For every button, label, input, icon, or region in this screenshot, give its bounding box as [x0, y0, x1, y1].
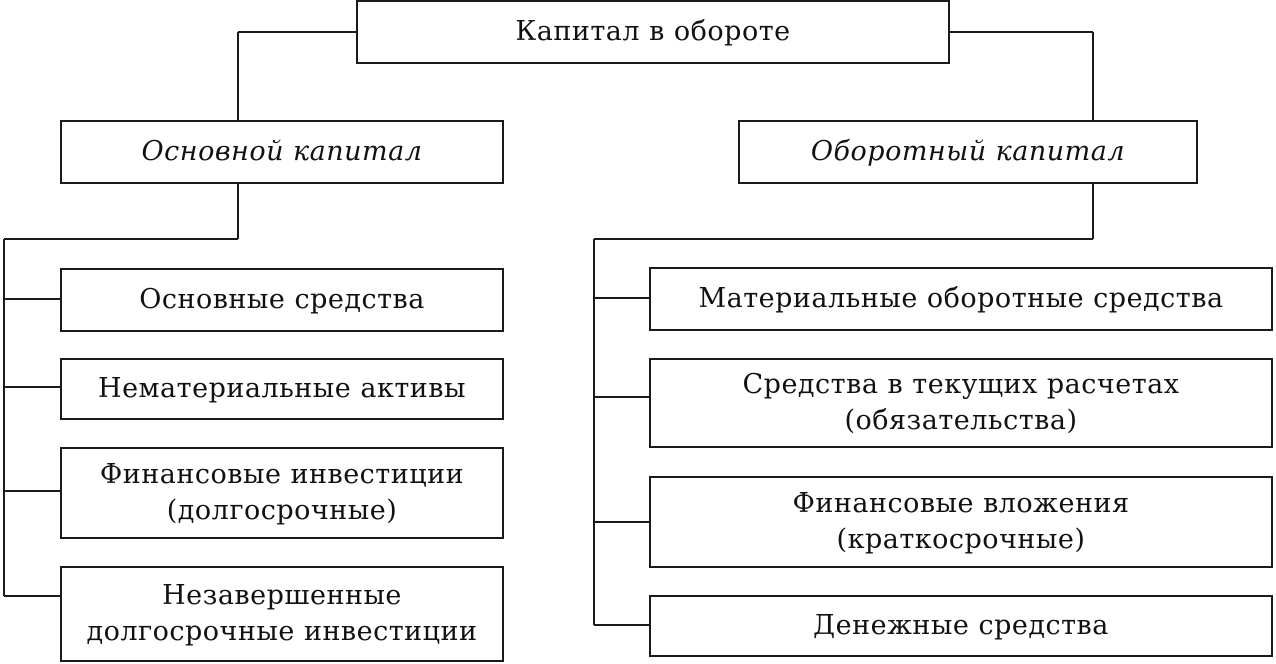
left-item-node: Нематериальные активы: [60, 358, 504, 420]
right-item-node: Финансовые вложения (краткосрочные): [649, 476, 1273, 568]
root-node-label: Капитал в обороте: [515, 16, 791, 47]
right-item-node: Средства в текущих расчетах (обязательст…: [649, 358, 1273, 448]
root-node: Капитал в обороте: [356, 0, 950, 64]
left-item-label: Незавершенные долгосрочные инвестиции: [86, 580, 478, 647]
right-item-node: Материальные оборотные средства: [649, 267, 1273, 331]
right-item-node: Денежные средства: [649, 595, 1273, 657]
left-item-node: Финансовые инвестиции (долгосрочные): [60, 447, 504, 539]
left-branch-label: Основной капитал: [141, 136, 423, 167]
left-item-label: Финансовые инвестиции (долгосрочные): [99, 459, 465, 526]
left-item-label: Основные средства: [139, 284, 425, 315]
right-item-label: Средства в текущих расчетах (обязательст…: [742, 369, 1180, 436]
right-branch-node: Оборотный капитал: [738, 120, 1198, 184]
right-item-label: Финансовые вложения (краткосрочные): [792, 488, 1130, 555]
right-item-label: Денежные средства: [813, 610, 1109, 641]
left-item-label: Нематериальные активы: [98, 373, 466, 404]
left-item-node: Незавершенные долгосрочные инвестиции: [60, 566, 504, 662]
right-branch-label: Оборотный капитал: [810, 136, 1126, 167]
right-item-label: Материальные оборотные средства: [698, 283, 1224, 314]
left-item-node: Основные средства: [60, 268, 504, 332]
left-branch-node: Основной капитал: [60, 120, 504, 184]
